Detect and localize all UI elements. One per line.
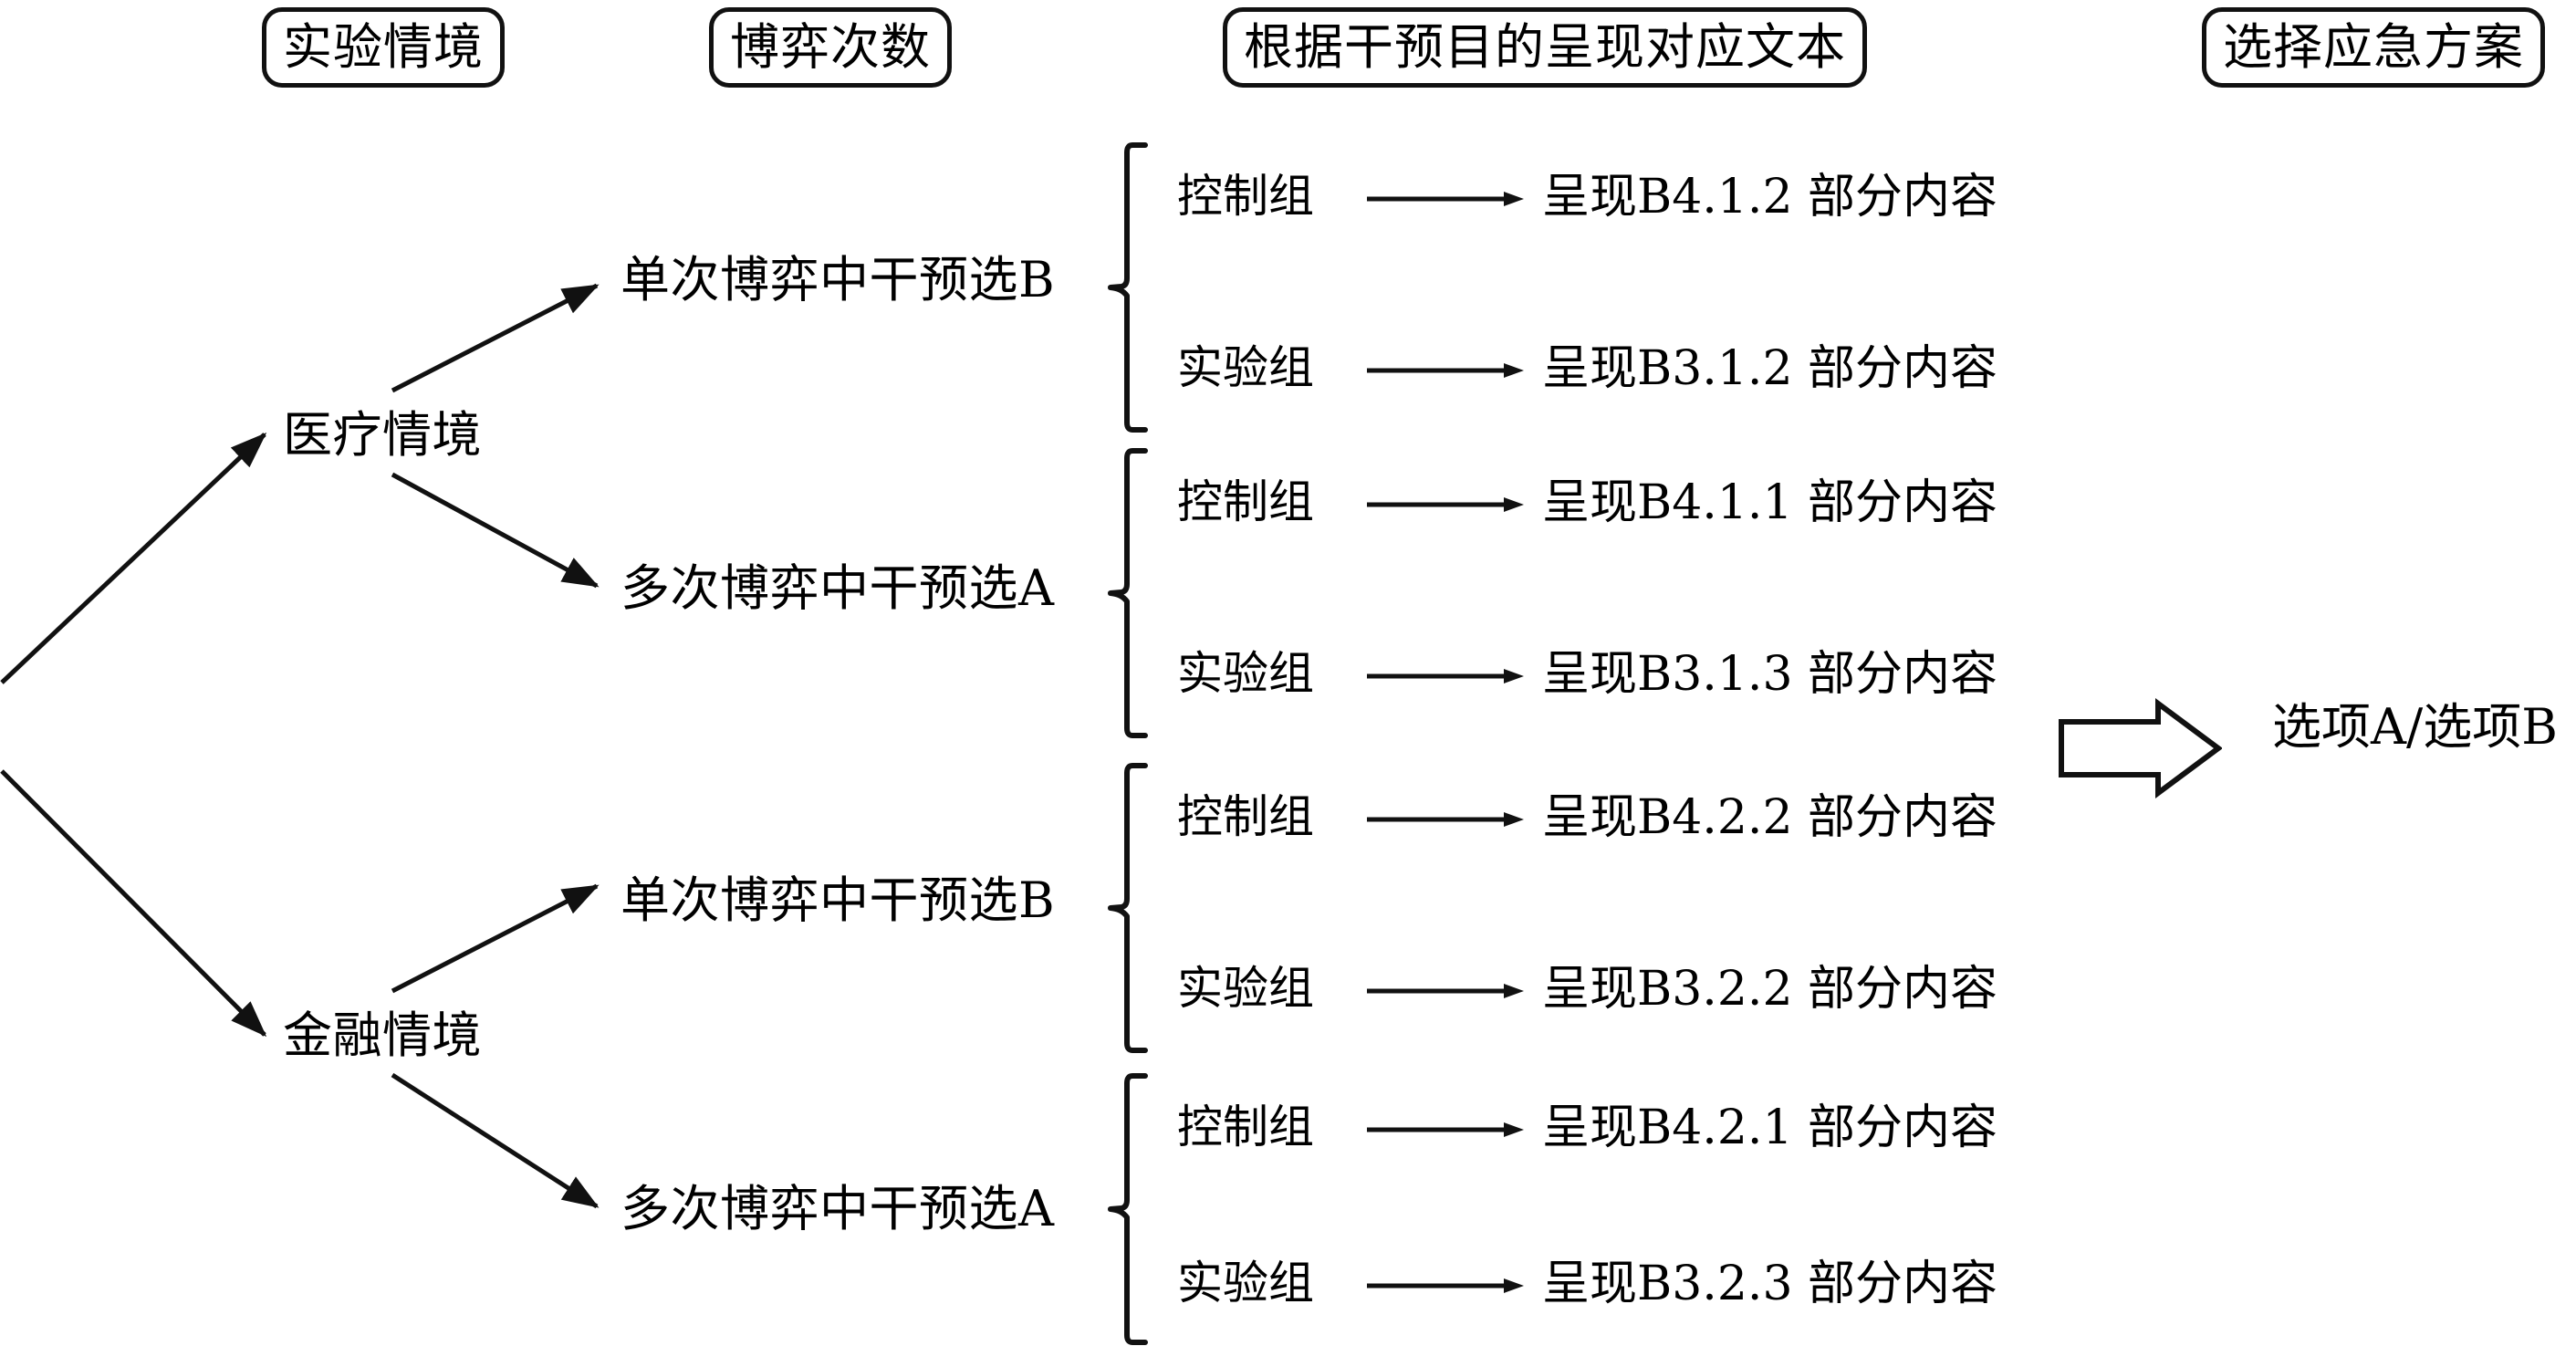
scenario-node-medical: 医疗情境 — [283, 406, 482, 464]
leaf-label-m-single-control: 控制组 — [1177, 170, 1314, 223]
row-arrow-m-repeat-control — [1367, 496, 1528, 514]
leaf-text-m-single-control: 呈现B4.1.2 部分内容 — [1542, 170, 1998, 224]
header-pill-rounds: 博弈次数 — [709, 7, 952, 88]
header-pill-text: 根据干预目的呈现对应文本 — [1223, 7, 1867, 88]
row-arrow-f-single-treat — [1367, 982, 1528, 1000]
header-label-choice: 选择应急方案 — [2223, 18, 2524, 76]
leaf-label-m-repeat-control: 控制组 — [1177, 475, 1314, 528]
leaf-text-f-repeat-control: 呈现B4.2.1 部分内容 — [1542, 1101, 1998, 1155]
brace-medical-repeat — [1107, 447, 1149, 739]
row-arrow-f-single-control — [1367, 810, 1528, 829]
header-label-scenario: 实验情境 — [283, 18, 484, 76]
row-arrow-m-single-control — [1367, 190, 1528, 208]
leaf-label-m-repeat-treat: 实验组 — [1177, 647, 1314, 700]
leaf-text-f-single-treat: 呈现B3.2.2 部分内容 — [1542, 962, 1998, 1017]
leaf-text-m-repeat-treat: 呈现B3.1.3 部分内容 — [1542, 647, 1998, 702]
brace-financial-single — [1107, 762, 1149, 1054]
row-arrow-f-repeat-treat — [1367, 1277, 1528, 1295]
round-node-medical-single: 单次博弈中干预选B — [621, 251, 1056, 308]
header-pill-scenario: 实验情境 — [262, 7, 505, 88]
row-arrow-f-repeat-control — [1367, 1121, 1528, 1139]
row-arrow-m-repeat-treat — [1367, 667, 1528, 685]
round-node-financial-single: 单次博弈中干预选B — [621, 871, 1056, 929]
header-label-rounds: 博弈次数 — [730, 18, 931, 76]
block-arrow-icon — [2058, 698, 2222, 798]
leaf-label-f-single-treat: 实验组 — [1177, 962, 1314, 1015]
leaf-text-f-repeat-treat: 呈现B3.2.3 部分内容 — [1542, 1257, 1998, 1311]
brace-financial-repeat — [1107, 1072, 1149, 1346]
outcome-label: 选项A/选项B — [2272, 698, 2558, 756]
row-arrow-m-single-treat — [1367, 361, 1528, 380]
leaf-label-f-single-control: 控制组 — [1177, 790, 1314, 843]
header-label-text: 根据干预目的呈现对应文本 — [1244, 18, 1846, 76]
leaf-label-f-repeat-treat: 实验组 — [1177, 1257, 1314, 1309]
brace-medical-single — [1107, 141, 1149, 433]
leaf-text-m-single-treat: 呈现B3.1.2 部分内容 — [1542, 341, 1998, 396]
round-node-medical-repeat: 多次博弈中干预选A — [621, 559, 1055, 617]
leaf-text-m-repeat-control: 呈现B4.1.1 部分内容 — [1542, 475, 1998, 530]
leaf-text-f-single-control: 呈现B4.2.2 部分内容 — [1542, 790, 1998, 845]
header-pill-choice: 选择应急方案 — [2202, 7, 2545, 88]
round-node-financial-repeat: 多次博弈中干预选A — [621, 1180, 1055, 1237]
leaf-label-m-single-treat: 实验组 — [1177, 341, 1314, 394]
leaf-label-f-repeat-control: 控制组 — [1177, 1101, 1314, 1153]
scenario-node-financial: 金融情境 — [283, 1007, 482, 1064]
